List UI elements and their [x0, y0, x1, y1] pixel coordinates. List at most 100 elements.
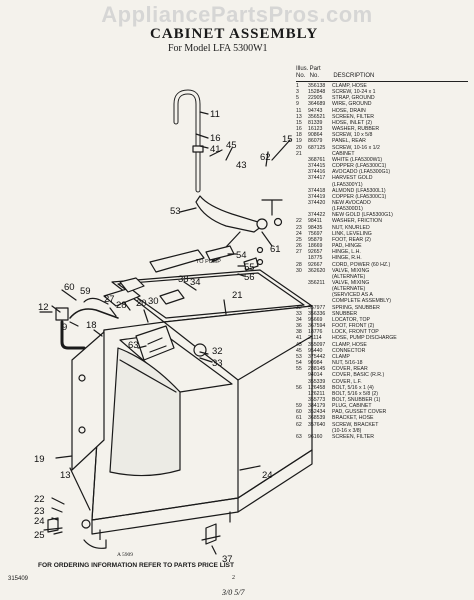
- callout-labels: 11 16 41 45 43 53 62 15 61 54 55 56 59 6…: [34, 109, 293, 565]
- parts-part-no: 367594: [308, 323, 326, 330]
- page-subtitle: For Model LFA 5300W1: [168, 43, 268, 54]
- parts-part-no: 368539: [308, 415, 326, 422]
- callout-25: 25: [34, 530, 45, 541]
- parts-part-no: 16123: [308, 126, 323, 133]
- parts-part-no: 86079: [308, 138, 323, 145]
- parts-part-no: 356336: [308, 310, 326, 317]
- parts-illus-no: 36: [296, 323, 302, 330]
- parts-description: CLAMP: [332, 353, 350, 360]
- parts-description: CORD, POWER (60 HZ.): [332, 261, 391, 268]
- parts-description: VALVE, MIXING: [332, 280, 370, 286]
- table-row: (SERVICED AS A: [296, 292, 468, 298]
- parts-description: SCREW, 10 x 5/8: [332, 132, 373, 139]
- parts-description: NEW AVOCADO: [332, 199, 371, 206]
- parts-part-no: 364689: [308, 101, 326, 108]
- parts-part-no: 22905: [308, 95, 323, 102]
- callout-37: 37: [222, 554, 233, 565]
- callout-24: 24: [34, 516, 45, 527]
- parts-part-no: 95440: [308, 347, 323, 354]
- parts-part-no: 374415: [308, 163, 326, 170]
- parts-description: COVER, L.F.: [332, 378, 362, 385]
- parts-description: HOSE, PUMP DISCHARGE: [332, 335, 397, 342]
- parts-illus-no: 13: [296, 113, 302, 120]
- table-row: (10-16 x 3/8): [296, 428, 468, 434]
- callout-9: 9: [62, 322, 67, 333]
- parts-description: COPPER (LFA5300C1): [332, 163, 387, 170]
- parts-part-no: 75697: [308, 230, 323, 237]
- parts-illus-no: 5: [296, 95, 299, 102]
- callout-24b: 24: [262, 470, 273, 481]
- parts-description: PAD, GUSSET COVER: [332, 409, 387, 416]
- parts-part-no: 126458: [308, 384, 326, 391]
- callout-38: 38: [178, 274, 189, 285]
- parts-part-no: 81339: [308, 119, 323, 126]
- to-pump-label: TO PUMP: [196, 259, 221, 265]
- callout-27: 27: [104, 294, 115, 305]
- cabinet-base: [99, 511, 231, 541]
- header-illus-top: Illus.: [296, 66, 309, 72]
- parts-description: COVER, BASIC (R.R.): [332, 372, 385, 379]
- parts-part-no: 374416: [308, 169, 326, 176]
- parts-illus-no: 28: [296, 261, 302, 268]
- callout-56: 56: [244, 272, 255, 283]
- table-row: (LFA5300D1): [296, 206, 468, 212]
- callout-55: 55: [244, 262, 255, 273]
- parts-illus-no: 23: [296, 224, 302, 231]
- pump-discharge-hose: [195, 195, 263, 233]
- parts-description: CLAMP, HOSE: [332, 83, 367, 89]
- parts-description: LINK, LEVELING: [332, 230, 372, 237]
- callout-30: 30: [148, 296, 159, 307]
- callout-13: 13: [60, 470, 71, 481]
- parts-description: SPRING, SNUBBER: [332, 304, 380, 311]
- parts-description: SCREEN, FILTER: [332, 113, 374, 120]
- parts-part-no: 21114: [308, 335, 322, 342]
- parts-description: (LFA5300Y1): [332, 181, 363, 188]
- parts-part-no: 94014: [308, 372, 323, 379]
- parts-illus-no: 61: [296, 415, 302, 422]
- mixing-valve: [103, 287, 141, 307]
- parts-part-no: 95669: [308, 316, 323, 323]
- parts-part-no: 18776: [308, 329, 323, 336]
- parts-illus-no: 41: [296, 335, 302, 342]
- parts-description: PANEL, REAR: [332, 138, 366, 145]
- parts-illus-no: 53: [296, 353, 302, 360]
- callout-33: 33: [212, 358, 223, 369]
- rear-panel: [71, 331, 105, 471]
- parts-description: BOLT, SNUBBER (1): [332, 396, 381, 403]
- parts-description: SCREW, BRACKET: [332, 421, 379, 428]
- table-row: 41 21114 HOSE, PUMP DISCHARGE: [296, 335, 468, 341]
- parts-description: AVOCADO (LFA5300G1): [332, 169, 391, 176]
- parts-description: WASHER, RUBBER: [332, 126, 380, 133]
- callout-62: 62: [260, 152, 271, 163]
- parts-illus-no: 3: [296, 89, 299, 96]
- parts-description: COMPLETE ASSEMBLY): [332, 298, 391, 305]
- parts-part-no: 152848: [308, 89, 326, 96]
- parts-part-no: 374417: [308, 175, 326, 182]
- parts-description: FOOT, FRONT (2): [332, 323, 375, 330]
- parts-illus-no: 33: [296, 310, 302, 317]
- table-row: 61 368539 BRACKET, HOSE: [296, 415, 468, 421]
- drain-hose: [173, 89, 201, 193]
- parts-description: BRACKET, HOSE: [332, 415, 374, 422]
- callout-41: 41: [210, 144, 221, 155]
- parts-illus-no: 1: [296, 83, 299, 89]
- parts-part-no: 355097: [308, 341, 326, 348]
- page-title: CABINET ASSEMBLY: [150, 26, 319, 42]
- parts-description: (SERVICED AS A: [332, 292, 373, 299]
- parts-description: WHITE (LFA5300W1): [332, 156, 383, 163]
- parts-description: SCREEN, FILTER: [332, 433, 374, 440]
- callout-63: 63: [128, 340, 139, 351]
